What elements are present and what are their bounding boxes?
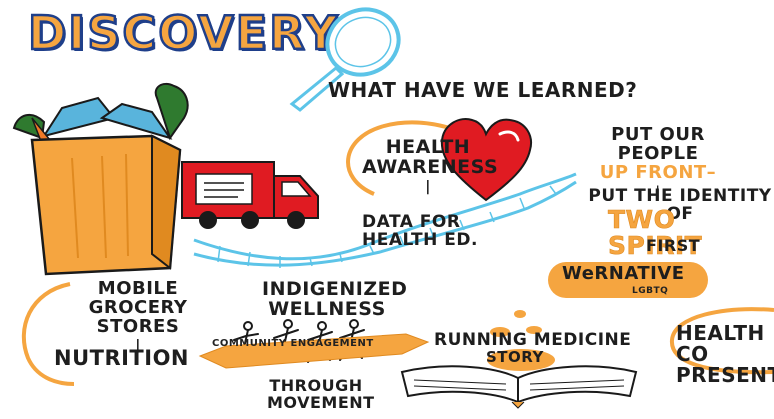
through-line: THROUGH (269, 376, 363, 395)
health-co-arc-decoration (669, 307, 774, 375)
lgbtq-label: LGBTQ (632, 286, 669, 296)
nutrition-text: NUTRITION (54, 346, 190, 370)
truck-icon (181, 161, 319, 229)
magnifier-icon (289, 7, 401, 112)
community-engagement-label: COMMUNITY ENGAGEMENT (212, 338, 374, 349)
health-co-line2: PRESENTA (676, 363, 774, 387)
story-underlay (487, 349, 555, 371)
running-medicine-text: RUNNING MEDICINE (434, 330, 632, 350)
through-movement-text: THROUGH MOVEMENT (267, 376, 374, 412)
put-people-text: PUT OUR PEOPLE UP FRONT– | (588, 124, 728, 199)
data-for-health-text: DATA FOR HEALTH ED. (362, 212, 478, 250)
mobile-line: MOBILE (97, 278, 179, 299)
orange-arc-decoration (346, 120, 473, 196)
community-ribbon-icon (198, 333, 430, 369)
grocery-arc-decoration (21, 282, 75, 386)
grocery-bar: | (135, 337, 141, 354)
orange-dots-decoration (490, 310, 542, 337)
page-title: DISCOVERY (27, 5, 340, 62)
health-awareness-line1: HEALTH (385, 136, 471, 158)
health-ed-line: HEALTH ED. (362, 229, 478, 250)
wernative-pill (548, 262, 708, 298)
grocery-bag-icon (12, 82, 189, 276)
health-awareness-line2: AWARENESS (362, 155, 499, 178)
put-identity-text: PUT THE IDENTITY OF (588, 186, 772, 224)
health-awareness-text: HEALTH AWARENESS | (362, 136, 498, 197)
indigenized-wellness-text: INDIGENIZED WELLNESS (262, 279, 407, 320)
two-spirit-text: TWO SPIRIT (608, 205, 703, 261)
indigenized-line: INDIGENIZED (262, 278, 408, 300)
movement-line: MOVEMENT (267, 392, 375, 412)
data-for-line: DATA FOR (362, 212, 461, 232)
grocery-stores-line: GROCERY STORES (88, 296, 188, 337)
wernative-label: WeRNATIVE (562, 263, 685, 284)
question-heading: WHAT HAVE WE LEARNED? (328, 78, 638, 102)
identity-bar: | (655, 183, 661, 198)
first-text: FIRST (646, 236, 701, 255)
up-front-line: UP FRONT– (599, 161, 717, 183)
open-book-icon (400, 365, 638, 409)
put-people-line1: PUT OUR PEOPLE (611, 124, 705, 164)
dna-ribbon-icon (193, 172, 577, 268)
health-co-line1: HEALTH CO (676, 321, 765, 366)
heart-icon (440, 118, 532, 202)
mobile-grocery-text: MOBILE GROCERY STORES | (58, 278, 218, 355)
story-text: STORY (486, 348, 544, 366)
health-co-text: HEALTH CO PRESENTA (676, 323, 774, 386)
health-awareness-bar: | (425, 178, 431, 195)
wellness-line: WELLNESS (268, 297, 386, 320)
